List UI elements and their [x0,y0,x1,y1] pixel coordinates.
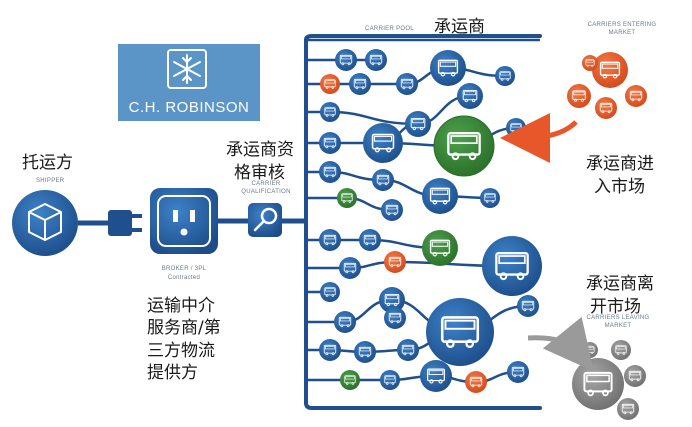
carrier-node [433,115,495,177]
carrier-node [340,370,360,390]
carrier-node [396,73,418,95]
carrier-pool-label-cn: 承运商 [434,17,485,37]
carrier-node [384,251,406,273]
carrier-node [420,360,452,392]
socket-icon [150,188,218,254]
carrier-node [506,118,526,138]
entering-carrier-node [592,52,628,88]
carrier-node [349,73,371,95]
carrier-node [354,341,376,363]
carrier-node [359,229,381,251]
carrier-node [495,66,515,86]
leaving-label-cn-2: 开市场 [590,297,641,317]
leaving-carrier-node [617,398,639,420]
entering-carrier-node [595,97,617,119]
leaving-carrier-node [572,358,624,410]
carrier-node [482,236,542,296]
carrier-node [319,229,341,251]
logo-text: C.H. ROBINSON [129,99,250,116]
carrier-node [480,188,500,208]
carrier-node [365,49,387,71]
qualification-label-en-1: CARRIER [251,181,280,187]
broker-label-cn-1: 运输中介 [147,296,215,316]
entering-label-en-2: MARKET [609,30,636,36]
snowflake-icon [173,54,201,84]
carrier-node [379,287,405,313]
qualification-label-en-2: QUALIFICATION [241,189,290,195]
carrier-node [384,307,406,329]
broker-label-en-2: Contracted [168,275,200,281]
carrier-node [363,123,403,163]
carrier-node [320,102,340,122]
leaving-carrier-node [624,365,646,387]
carrier-node [422,230,458,266]
shipper-label-en: SHIPPER [36,178,65,184]
ch-robinson-logo: C.H. ROBINSON [118,44,260,121]
magnifier-icon [253,207,278,232]
entering-carrier-node [625,85,647,107]
carrier-node [339,257,361,279]
carrier-node [320,74,340,94]
qualification-node [248,203,282,237]
carrier-node [457,83,483,109]
entering-label-cn-1: 承运商进 [586,154,654,174]
carrier-node [334,311,356,333]
plug-icon [108,210,142,236]
carrier-node [426,298,494,366]
shipper-label-cn: 托运方 [22,153,73,173]
qualification-label-cn-1: 承运商资 [226,140,294,160]
carrier-node [380,370,400,390]
carrier-node [372,169,394,191]
carrier-pool-frame [304,34,542,410]
carrier-node [337,188,357,208]
carrier-node [422,178,458,214]
carrier-node [517,295,539,317]
carrier-node [465,371,487,393]
broker-label-en-1: BROKER / 3PL [162,266,207,272]
carrier-nodes [319,49,647,420]
broker-label-cn-4: 提供方 [147,363,198,383]
leaving-carrier-node [611,340,631,360]
shipper-node [12,190,78,256]
entering-carrier-node [567,84,591,108]
entering-carrier-node [582,55,598,71]
leaving-label-en-1: CARRIERS LEAVING [586,315,649,321]
carrier-node [405,111,431,137]
carrier-pool-label-en: CARRIER POOL [365,26,414,32]
entering-label-cn-2: 入市场 [594,177,645,197]
carrier-node [319,161,341,183]
carrier-node [319,339,341,361]
qualification-label-cn-2: 格审核 [234,163,285,183]
leaving-arrow [527,316,594,372]
carrier-node [381,199,403,221]
carrier-node [335,49,357,71]
carrier-node [320,282,340,302]
leaving-label-cn-1: 承运商离 [586,274,654,294]
carrier-node [430,50,466,86]
entering-arrow [500,112,578,163]
leaving-label-en-2: MARKET [605,323,632,329]
box-icon [28,203,62,241]
leaving-carrier-node [582,342,598,358]
carrier-node [319,132,341,154]
carrier-node [507,361,529,383]
broker-label-cn-3: 三方物流 [147,341,215,361]
branch-line [329,110,419,126]
broker-label-cn-2: 服务商/第 [147,318,221,338]
entering-label-en-1: CARRIERS ENTERING [588,22,657,28]
carrier-node [397,339,419,361]
